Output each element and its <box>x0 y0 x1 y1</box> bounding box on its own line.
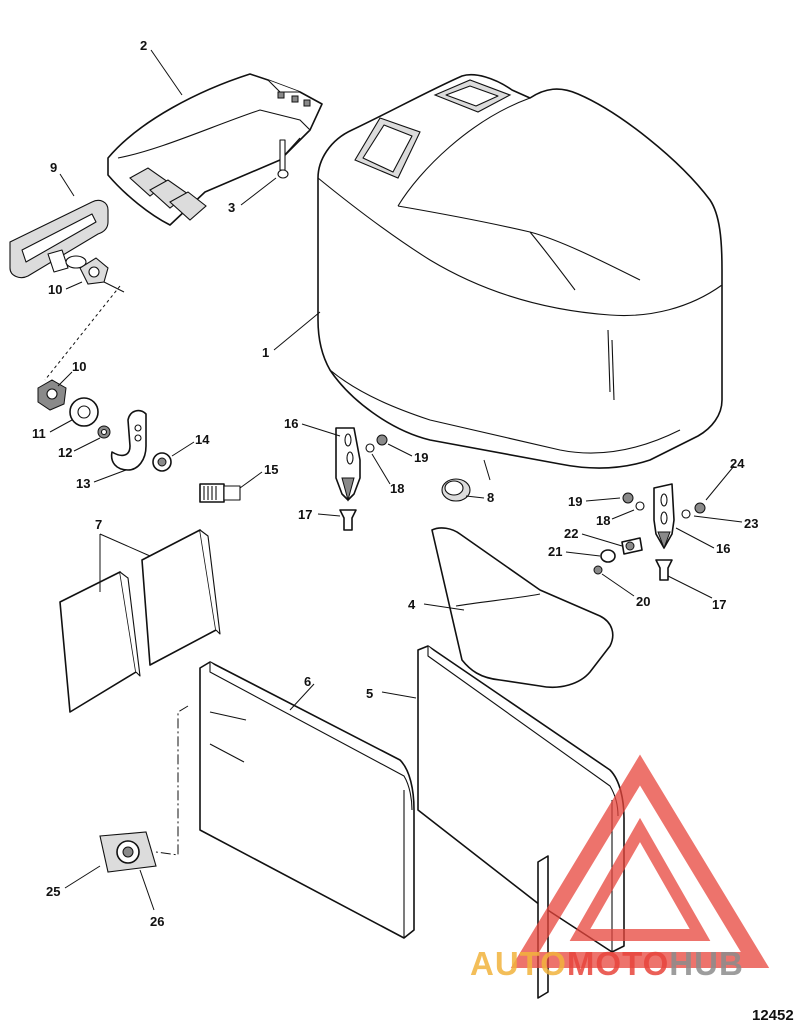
callout-11: 11 <box>32 426 46 441</box>
watermark-text-hub: HUB <box>669 945 744 982</box>
part-15-bolt <box>199 483 241 503</box>
part-8-plug <box>441 478 471 502</box>
part-7-foam-pads <box>59 529 221 713</box>
callout-16-left: 16 <box>284 416 298 431</box>
part-17-clip-left <box>339 509 357 531</box>
callout-5: 5 <box>366 686 373 701</box>
watermark-text-moto: MOTO <box>567 945 669 982</box>
assembly-line-dashdot <box>155 705 189 856</box>
part-17-clip-right <box>655 559 673 581</box>
callout-16-right: 16 <box>716 541 730 556</box>
part-19-nut-left <box>376 434 388 446</box>
part-11-bushing <box>69 397 99 427</box>
callout-13: 13 <box>76 476 90 491</box>
part-10-nut-upper <box>79 257 109 285</box>
part-18-washer-left <box>365 443 375 453</box>
part-2-rear-cover <box>107 73 323 226</box>
callout-19-left: 19 <box>414 450 428 465</box>
callout-18-right: 18 <box>596 513 610 528</box>
watermark-triangle-icon <box>510 754 770 968</box>
part-19-nut-right <box>622 492 634 504</box>
callout-24: 24 <box>730 456 745 471</box>
callout-9: 9 <box>50 160 57 175</box>
part-1-top-cowl <box>317 74 723 469</box>
callout-7: 7 <box>95 517 102 532</box>
callout-numbers: 2 3 1 9 10 10 11 12 13 14 15 16 19 18 17… <box>32 38 758 929</box>
callout-18-left: 18 <box>390 481 404 496</box>
part-25-label-plate <box>99 831 157 873</box>
callout-19-right: 19 <box>568 494 582 509</box>
callout-2: 2 <box>140 38 147 53</box>
watermark-inner-triangle-icon <box>569 817 711 941</box>
part-24-nut <box>694 502 706 514</box>
leader-lines <box>49 49 743 911</box>
part-21-spacer <box>600 549 616 563</box>
watermark-text-auto: AUTO <box>470 945 567 982</box>
assembly-line-dashed <box>44 285 121 381</box>
callout-20: 20 <box>636 594 650 609</box>
part-13-latch-hook <box>110 409 147 471</box>
callout-10-lower: 10 <box>72 359 86 374</box>
callout-15: 15 <box>264 462 278 477</box>
part-9-handle <box>9 199 109 279</box>
part-14-washer <box>152 452 172 472</box>
callout-12: 12 <box>58 445 72 460</box>
callout-23: 23 <box>744 516 758 531</box>
part-16-bracket-right <box>653 483 675 550</box>
part-20-washer <box>593 565 603 575</box>
callout-22: 22 <box>564 526 578 541</box>
callout-8: 8 <box>487 490 494 505</box>
part-3-screw <box>277 139 289 179</box>
callout-10-upper: 10 <box>48 282 62 297</box>
callout-17-left: 17 <box>298 507 312 522</box>
part-23-washer <box>681 509 691 519</box>
callout-6: 6 <box>304 674 311 689</box>
callout-1: 1 <box>262 345 269 360</box>
part-10-nut-lower <box>37 379 67 411</box>
drawing-number: 12452 <box>752 1007 794 1024</box>
callout-25: 25 <box>46 884 60 899</box>
callout-14: 14 <box>195 432 210 447</box>
callout-26: 26 <box>150 914 164 929</box>
part-22-stud <box>621 537 643 555</box>
callout-17-right: 17 <box>712 597 726 612</box>
callout-4: 4 <box>408 597 416 612</box>
part-6-side-panel <box>199 661 415 939</box>
callout-3: 3 <box>228 200 235 215</box>
part-18-washer-right <box>635 501 645 511</box>
callout-21: 21 <box>548 544 562 559</box>
watermark-logo <box>510 754 770 968</box>
watermark-text: AUTOMOTOHUB <box>470 945 744 982</box>
part-4-foam-plate <box>431 527 614 688</box>
part-12-washer <box>97 425 111 439</box>
part-16-bracket-left <box>335 427 361 502</box>
